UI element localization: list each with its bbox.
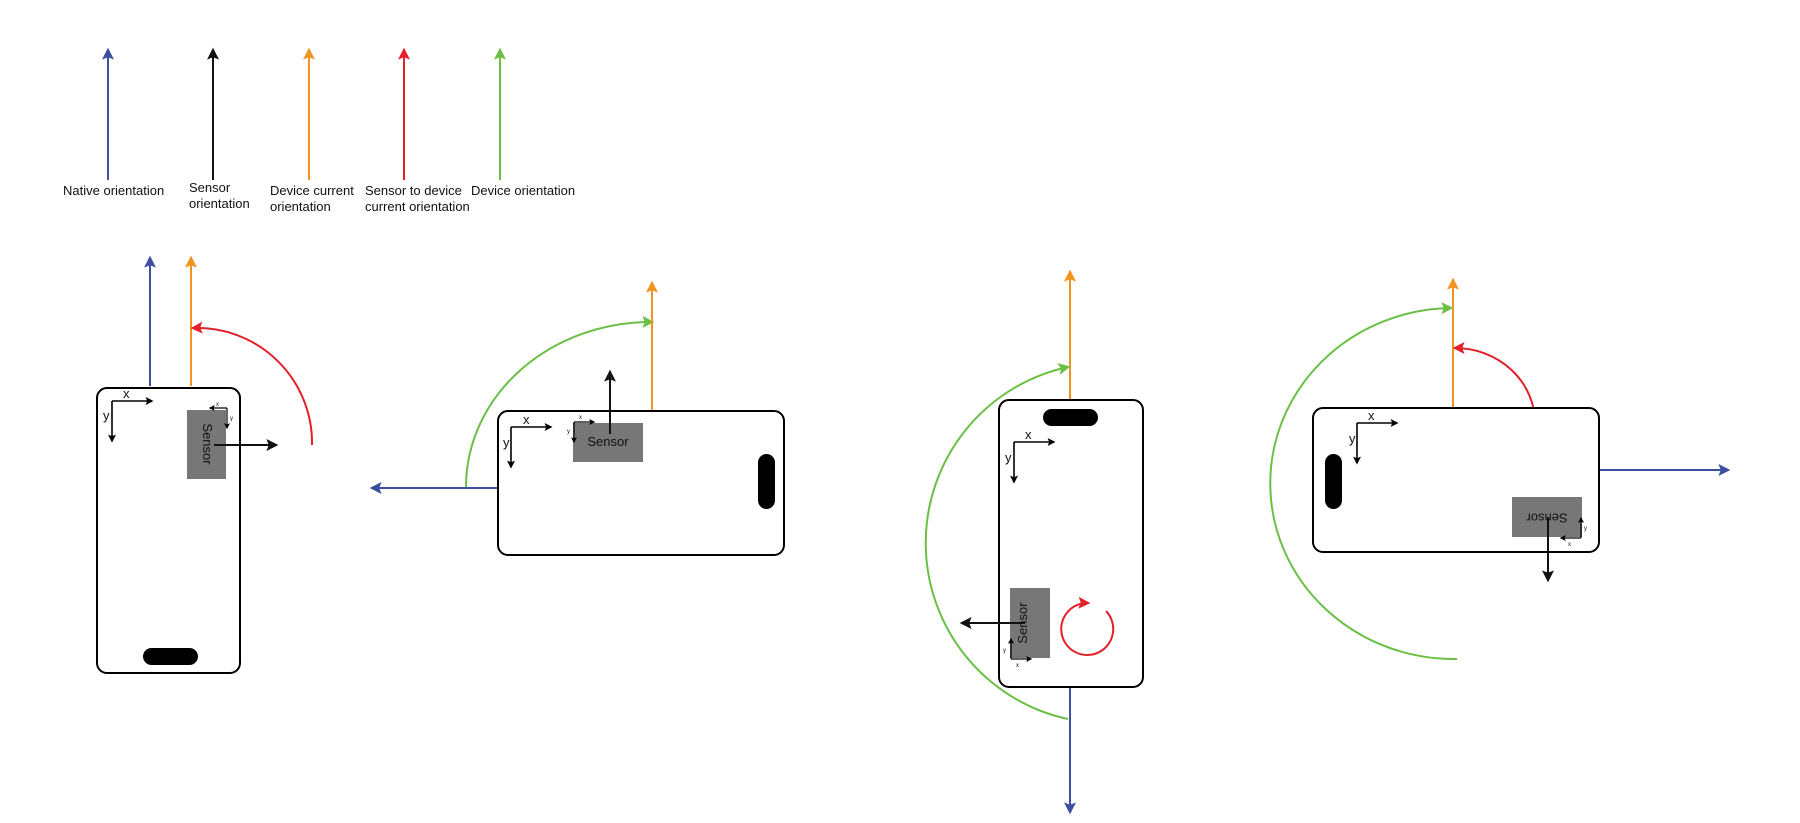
y-axis-label: y — [1005, 450, 1012, 465]
sensor-axes: x y — [567, 415, 596, 444]
device-axes: x y — [503, 412, 553, 469]
legend-label: Device current — [270, 183, 354, 198]
phone-home-button — [758, 454, 775, 509]
phone-outline — [497, 410, 785, 556]
device-orientation-arc — [465, 315, 655, 488]
legend-label: orientation — [270, 199, 331, 214]
phone-home-button — [143, 648, 198, 665]
sensor-x-axis-label: x — [216, 402, 219, 408]
sensor-x-axis-label: x — [1568, 542, 1571, 548]
panel-portrait-upside-down: x y Sensor x y — [924, 269, 1144, 815]
device-axes: x y — [1349, 408, 1399, 465]
legend-label: Sensor to device — [365, 183, 462, 198]
sensor-box: Sensor — [573, 423, 643, 462]
y-axis-label: y — [503, 435, 510, 450]
legend-item-sensor-orientation: Sensor orientation — [189, 47, 250, 211]
sensor-axes: x y — [1559, 516, 1587, 548]
device-orientation-arc — [924, 363, 1071, 720]
x-axis-label: x — [123, 386, 130, 401]
device-orientation-arc — [1269, 302, 1458, 661]
legend-label: Sensor — [189, 180, 231, 195]
x-axis-label: x — [1368, 408, 1375, 423]
phone-home-button — [1043, 409, 1098, 426]
legend-label: orientation — [189, 196, 250, 211]
x-axis-label: x — [523, 412, 530, 427]
sensor-x-axis-label: x — [1016, 663, 1019, 669]
y-axis-label: y — [103, 408, 110, 423]
legend-item-sensor-to-device-current-orientation: Sensor to device current orientation — [365, 47, 470, 214]
sensor-y-axis-label: y — [1584, 526, 1587, 532]
sensor-label: Sensor — [1526, 511, 1568, 526]
legend-label: Native orientation — [63, 183, 164, 198]
sensor-x-axis-label: x — [579, 415, 582, 421]
panel-landscape-right: x y Sensor x y — [1269, 277, 1731, 661]
legend-item-device-orientation: Device orientation — [471, 47, 575, 198]
sensor-label: Sensor — [200, 423, 215, 465]
legend-label: Device orientation — [471, 183, 575, 198]
device-axes: x y — [103, 386, 154, 443]
sensor-axes: x y — [1003, 637, 1033, 669]
sensor-label: Sensor — [587, 434, 629, 449]
sensor-axes: x y — [208, 402, 233, 430]
x-axis-label: x — [1025, 427, 1032, 442]
sensor-to-device-arc — [190, 321, 314, 446]
legend-item-device-current-orientation: Device current orientation — [270, 47, 354, 214]
device-axes: x y — [1005, 427, 1056, 484]
legend-item-native-orientation: Native orientation — [63, 47, 164, 198]
legend-label: current orientation — [365, 199, 470, 214]
phone-home-button — [1325, 454, 1342, 509]
panel-landscape-left: x y Sensor x y — [369, 280, 785, 556]
sensor-y-axis-label: y — [1003, 648, 1006, 654]
y-axis-label: y — [1349, 431, 1356, 446]
sensor-to-device-arc — [1060, 596, 1115, 656]
sensor-y-axis-label: y — [230, 416, 233, 422]
sensor-y-axis-label: y — [567, 429, 570, 435]
panel-portrait: x y Sensor x y — [96, 255, 314, 674]
legend: Native orientation Sensor orientation De… — [63, 47, 575, 214]
